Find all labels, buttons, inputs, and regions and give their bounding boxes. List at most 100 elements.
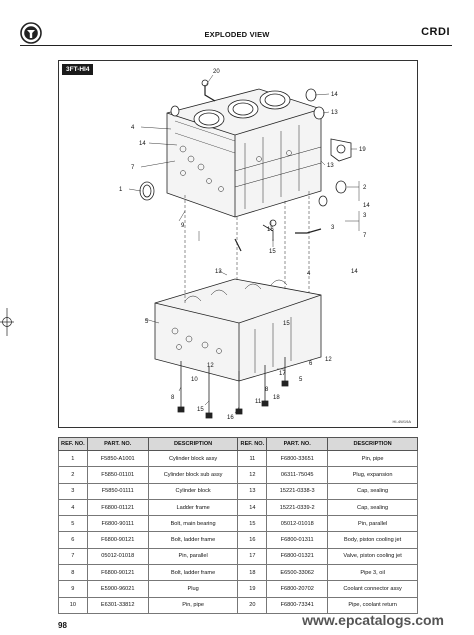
callout-label: 16 xyxy=(267,227,274,233)
callout-label: 19 xyxy=(359,147,366,153)
callout-label: 9 xyxy=(181,223,185,229)
header-description: DESCRIPTION xyxy=(147,437,239,451)
callout-label: 7 xyxy=(131,165,135,171)
engine-block-drawing: 2014134147191312149161537134145861518168… xyxy=(119,69,370,421)
callout-label: 8 xyxy=(171,395,175,401)
cell-part-no-2: F6800-33651 xyxy=(266,449,329,468)
cell-ref-no: 4 xyxy=(58,498,88,517)
cell-description-2: Pipe 3, oil xyxy=(327,564,418,582)
cell-ref-no: 8 xyxy=(58,564,88,582)
callout-label: 20 xyxy=(213,69,220,75)
model-tag: 3FT-HI4 xyxy=(62,64,94,75)
callout-label: 13 xyxy=(327,163,334,169)
cell-description: Ladder frame xyxy=(147,498,239,517)
callout-label: 16 xyxy=(227,415,234,421)
callout-label: 17 xyxy=(279,371,286,377)
cell-part-no-2: F6800-73341 xyxy=(266,596,329,614)
header-part-no-2: PART. NO. xyxy=(266,437,329,451)
oil-pipe-and-jets xyxy=(234,219,322,252)
cylinder-bores xyxy=(193,90,291,129)
page-number: 98 xyxy=(58,621,67,630)
brand-logo-icon xyxy=(20,22,42,44)
cell-ref-no: 7 xyxy=(58,547,88,566)
cell-ref-no: 6 xyxy=(58,531,88,549)
main-bearing-bolts xyxy=(177,357,289,419)
ladder-frame-bearing-saddles xyxy=(171,279,292,373)
callout-label: 14 xyxy=(331,92,338,98)
callout-label: 1 xyxy=(119,187,123,193)
cell-description-2: Coolant connector assy xyxy=(327,580,418,598)
cell-ref-no-2: 14 xyxy=(237,498,268,517)
cell-part-no-2: F6800-20702 xyxy=(266,580,329,598)
cell-ref-no-2: 12 xyxy=(237,466,268,484)
exploded-axis-lines xyxy=(184,191,310,305)
header-ref-no: REF. NO. xyxy=(58,437,88,451)
callout-label: 11 xyxy=(255,399,262,405)
cell-part-no: F5850-01111 xyxy=(86,482,149,500)
cell-description: Pin, pipe xyxy=(147,596,239,614)
cell-description: Cylinder block sub assy xyxy=(147,466,239,484)
cell-ref-no-2: 16 xyxy=(237,531,268,549)
callout-label: 3 xyxy=(363,213,367,219)
cell-ref-no: 2 xyxy=(58,466,88,484)
callout-label: 13 xyxy=(331,110,338,116)
cell-ref-no-2: 19 xyxy=(237,580,268,598)
callout-label: 12 xyxy=(207,363,214,369)
cell-ref-no: 9 xyxy=(58,580,88,598)
callout-label: 14 xyxy=(363,203,370,209)
cell-ref-no-2: 15 xyxy=(237,515,268,533)
callout-label: 2 xyxy=(363,185,367,191)
cell-ref-no-2: 11 xyxy=(237,449,268,468)
callout-label: 15 xyxy=(283,321,290,327)
callout-label: 5 xyxy=(145,319,149,325)
callout-label: 4 xyxy=(307,271,311,277)
cell-description: Cylinder block assy xyxy=(147,449,239,468)
watermark-site: www.epcatalogs.com xyxy=(302,612,444,628)
cell-ref-no: 5 xyxy=(58,515,88,533)
cell-ref-no: 10 xyxy=(58,596,88,614)
cell-part-no: E6301-33812 xyxy=(86,596,149,614)
coolant-return-pipe xyxy=(201,79,216,102)
cell-description-2: Plug, expansion xyxy=(327,466,418,484)
cell-part-no: F5850-A1001 xyxy=(86,449,149,468)
cell-description: Cylinder block xyxy=(147,482,239,500)
block-holes xyxy=(179,145,292,192)
cell-ref-no-2: 18 xyxy=(237,564,268,582)
coolant-connector xyxy=(330,138,352,162)
cell-part-no-2: E6500-33062 xyxy=(266,564,329,582)
cell-description: Bolt, main bearing xyxy=(147,515,239,533)
callout-label: 14 xyxy=(351,269,358,275)
callout-label: 15 xyxy=(269,249,276,255)
header-description-2: DESCRIPTION xyxy=(327,437,418,451)
registration-mark-icon xyxy=(0,308,14,336)
cell-part-no: F6800-01121 xyxy=(86,498,149,517)
cell-part-no-2: 15221-0339-2 xyxy=(266,498,329,517)
callout-label: 5 xyxy=(299,377,303,383)
cell-part-no-2: F6800-01311 xyxy=(266,531,329,549)
cell-part-no: F6800-90111 xyxy=(86,515,149,533)
callout-label: 15 xyxy=(197,407,204,413)
cell-description-2: Cap, sealing xyxy=(327,498,418,517)
cell-description-2: Pipe, coolant return xyxy=(327,596,418,614)
header-divider xyxy=(20,45,452,46)
cell-description-2: Valve, piston cooling jet xyxy=(327,547,418,566)
ladder-frame-outline xyxy=(154,278,322,382)
cell-description: Pin, parallel xyxy=(147,547,239,566)
parts-table: REF. NO. PART. NO. DESCRIPTION REF. NO. … xyxy=(58,437,418,614)
figure-code: HI-4W19A xyxy=(392,419,411,424)
callout-label: 7 xyxy=(363,233,367,239)
callout-label: 12 xyxy=(325,357,332,363)
cell-ref-no: 3 xyxy=(58,482,88,500)
cell-description: Bolt, ladder frame xyxy=(147,531,239,549)
cell-description: Bolt, ladder frame xyxy=(147,564,239,582)
cell-part-no-2: 15221-0338-3 xyxy=(266,482,329,500)
callout-label: 6 xyxy=(309,361,313,367)
cell-part-no: F5850-01101 xyxy=(86,466,149,484)
